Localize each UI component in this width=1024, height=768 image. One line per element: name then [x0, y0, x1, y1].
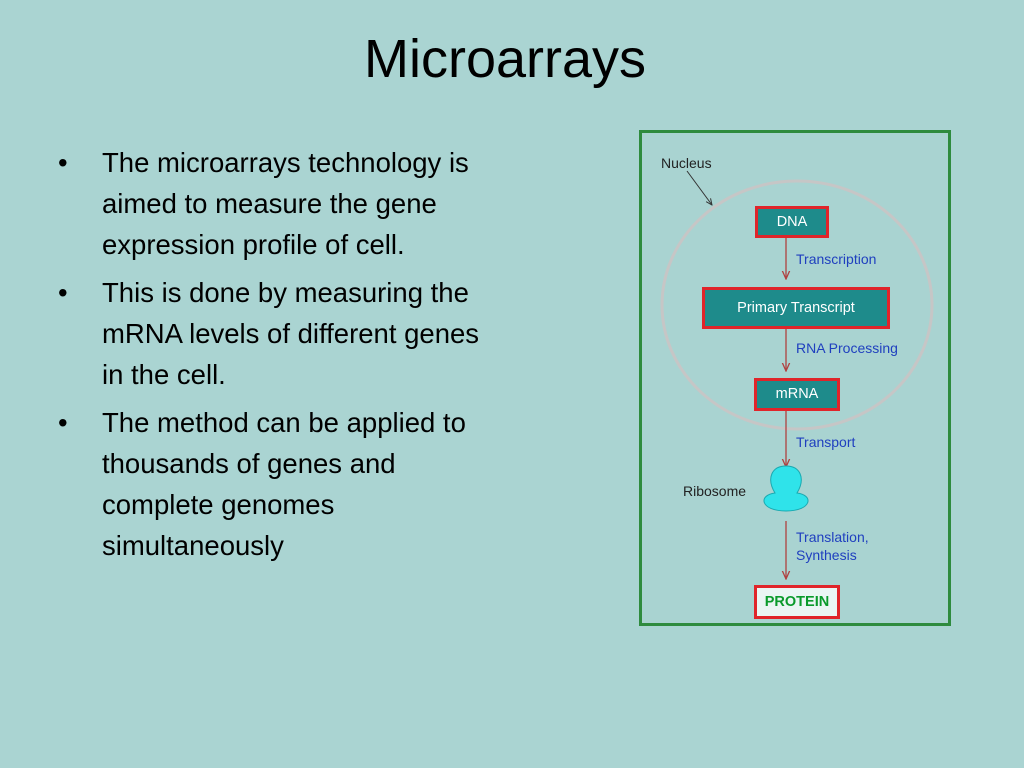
nucleus-label: Nucleus [661, 155, 712, 171]
nucleus-membrane [660, 179, 934, 431]
bullet-item: • The method can be applied to thousands … [58, 402, 498, 566]
diagram-shapes [660, 170, 934, 623]
translation-label: Translation, [796, 529, 869, 545]
nucleus-pointer-arrow [686, 170, 712, 205]
dna-node: DNA [755, 206, 829, 238]
slide-title: Microarrays [363, 29, 647, 89]
bullet-glyph: • [58, 277, 68, 308]
rna-processing-label: RNA Processing [796, 340, 898, 356]
ribosome-shape [763, 465, 809, 512]
synthesis-label: Synthesis [796, 547, 857, 563]
gene-expression-diagram: Nucleus DNA Transcription Primary Transc… [639, 130, 951, 626]
bullet-item: • The microarrays technology is aimed to … [58, 142, 498, 265]
bullet-glyph: • [58, 407, 68, 438]
ribosome-label: Ribosome [683, 483, 747, 499]
bullet-text: The method can be applied to thousands o… [102, 407, 466, 561]
protein-node: PROTEIN [754, 585, 840, 619]
transport-label: Transport [796, 434, 856, 450]
bullet-text: This is done by measuring the mRNA level… [102, 277, 480, 390]
bullet-list: • The microarrays technology is aimed to … [58, 142, 498, 573]
bullet-text: The microarrays technology is aimed to m… [102, 147, 469, 260]
primary-transcript-node: Primary Transcript [702, 287, 890, 329]
bullet-glyph: • [58, 147, 68, 178]
mrna-node: mRNA [754, 378, 840, 411]
transcription-label: Transcription [796, 251, 877, 267]
bullet-item: • This is done by measuring the mRNA leve… [58, 272, 498, 395]
